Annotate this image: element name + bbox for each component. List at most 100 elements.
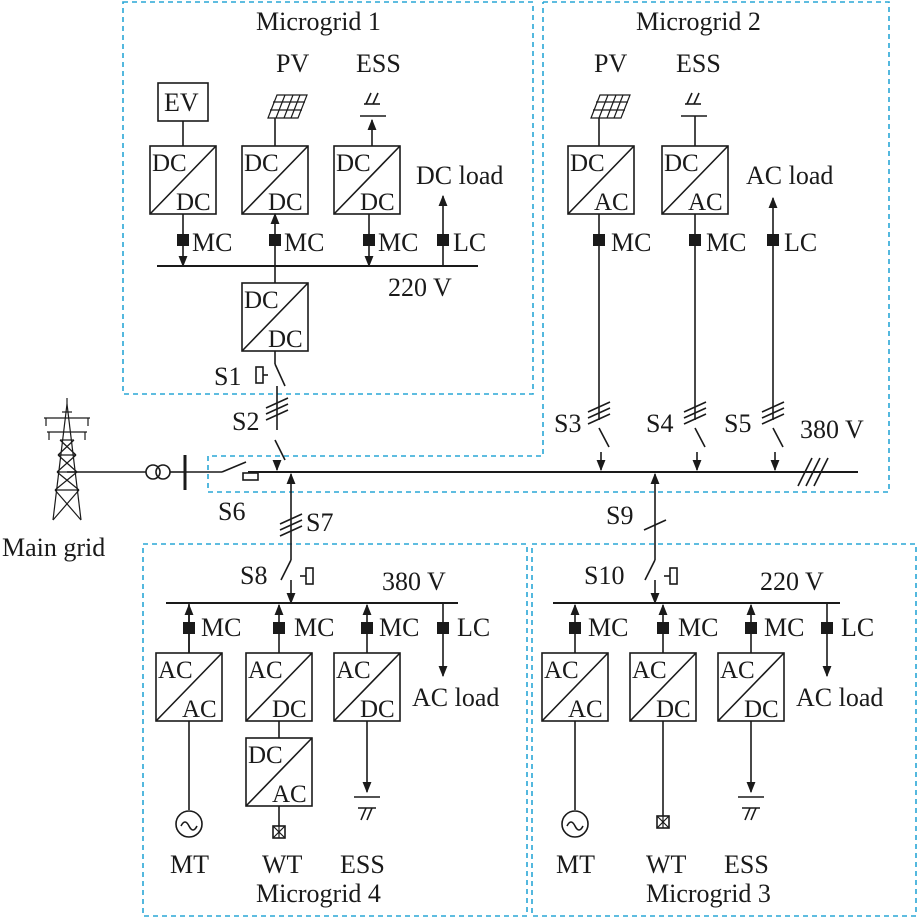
- microgrid3-boundary: [531, 543, 917, 917]
- transformer-icon: [145, 464, 171, 480]
- mg3-lc[interactable]: [821, 622, 833, 634]
- mg1-lc[interactable]: [437, 234, 449, 246]
- mg1-pv-converter: DC DC: [241, 145, 309, 216]
- svg-text:AC: AC: [248, 657, 283, 684]
- mg4-battery-icon: [354, 796, 380, 821]
- microgrid2-boundary: [207, 1, 890, 493]
- svg-text:AC: AC: [720, 657, 755, 684]
- mg1-mc-ess[interactable]: [363, 234, 375, 246]
- svg-text:DC: DC: [336, 150, 371, 177]
- mg4-ess-label: ESS: [340, 850, 385, 879]
- svg-text:LC: LC: [453, 228, 486, 257]
- svg-text:MC: MC: [201, 613, 241, 642]
- mg4-mc-ess[interactable]: [361, 622, 373, 634]
- microgrid-boundaries: [122, 1, 917, 917]
- mg3-mt-label: MT: [556, 850, 595, 879]
- mg2-mc-ess[interactable]: [689, 234, 701, 246]
- s3-switch[interactable]: [598, 427, 610, 448]
- mg4-wt-converter-2: DC AC: [245, 737, 313, 808]
- mg4-mc-mt[interactable]: [183, 622, 195, 634]
- s3-label: S3: [554, 409, 581, 438]
- wind-turbine-icon: [272, 825, 286, 839]
- microgrid1-title: Microgrid 1: [256, 7, 381, 36]
- microgrid1: Microgrid 1 PV ESS EV DC DC: [149, 7, 503, 472]
- mg4-wt-label: WT: [262, 850, 303, 879]
- pv-panel-icon: [267, 94, 308, 119]
- svg-text:AC: AC: [336, 657, 371, 684]
- mg1-ev-label: EV: [164, 88, 199, 117]
- mg4-mt-label: MT: [170, 850, 209, 879]
- s8-breaker[interactable]: [280, 559, 314, 585]
- mg4-ess-converter: AC DC: [333, 652, 401, 723]
- s6-label: S6: [218, 497, 245, 526]
- svg-text:MC: MC: [678, 613, 718, 642]
- svg-text:MC: MC: [379, 613, 419, 642]
- wind-turbine-icon: [656, 815, 670, 829]
- svg-text:DC: DC: [268, 189, 303, 216]
- s4-label: S4: [646, 409, 673, 438]
- mg4-mt-converter: AC AC: [155, 652, 223, 723]
- svg-text:DC: DC: [570, 150, 605, 177]
- svg-text:DC: DC: [176, 189, 211, 216]
- mg3-battery-icon: [738, 796, 764, 821]
- s5-switch[interactable]: [772, 427, 784, 448]
- mg3-mc-mt[interactable]: [569, 622, 581, 634]
- mg3-ess-converter: AC DC: [717, 652, 785, 723]
- svg-text:DC: DC: [268, 326, 303, 353]
- s2-switch[interactable]: [274, 439, 286, 461]
- svg-text:AC: AC: [568, 696, 603, 723]
- mg4-bus-voltage: 380 V: [382, 567, 446, 596]
- mg4-lc[interactable]: [437, 622, 449, 634]
- svg-text:LC: LC: [457, 613, 490, 642]
- mg1-mc-ev[interactable]: [177, 234, 189, 246]
- mg2-lc[interactable]: [767, 234, 779, 246]
- mg1-ess-label: ESS: [356, 49, 401, 78]
- s10-breaker[interactable]: [644, 559, 678, 585]
- s8-label: S8: [240, 561, 267, 590]
- microgrid2-title: Microgrid 2: [636, 7, 761, 36]
- mg3-mc-ess[interactable]: [745, 622, 757, 634]
- mg3-ac-load-label: AC load: [796, 683, 883, 712]
- svg-text:DC: DC: [152, 150, 187, 177]
- transmission-tower-icon: [44, 398, 90, 521]
- svg-text:DC: DC: [244, 287, 279, 314]
- s5-label: S5: [724, 409, 751, 438]
- mg2-pv-converter: DC AC: [567, 145, 635, 216]
- svg-text:MC: MC: [588, 613, 628, 642]
- main-grid-label: Main grid: [2, 533, 105, 562]
- svg-text:AC: AC: [272, 781, 307, 808]
- mg1-mc-pv[interactable]: [269, 234, 281, 246]
- mg1-battery-icon: [360, 92, 386, 117]
- svg-text:AC: AC: [182, 696, 217, 723]
- mt-generator-icon: [175, 810, 203, 838]
- svg-text:DC: DC: [272, 696, 307, 723]
- svg-text:DC: DC: [656, 696, 691, 723]
- mg1-ess-converter: DC DC: [333, 145, 401, 216]
- svg-text:AC: AC: [688, 189, 723, 216]
- mg2-mc-pv[interactable]: [593, 234, 605, 246]
- svg-text:MC: MC: [294, 613, 334, 642]
- svg-text:AC: AC: [544, 657, 579, 684]
- mg3-bus-voltage: 220 V: [760, 567, 824, 596]
- mg4-ac-load-label: AC load: [412, 683, 499, 712]
- mg1-bus-voltage: 220 V: [388, 273, 452, 302]
- s1-breaker[interactable]: [255, 363, 286, 387]
- main-bus-voltage: 380 V: [800, 415, 864, 444]
- ev-box: [157, 82, 209, 122]
- mg1-tie-converter: DC DC: [241, 282, 309, 353]
- s7-label: S7: [306, 508, 333, 537]
- svg-text:MC: MC: [378, 228, 418, 257]
- mg3-wt-converter: AC DC: [629, 652, 697, 723]
- mg4-mc-wt[interactable]: [273, 622, 285, 634]
- svg-text:MC: MC: [764, 613, 804, 642]
- mg3-mc-wt[interactable]: [657, 622, 669, 634]
- microgrid4-title: Microgrid 4: [256, 879, 381, 908]
- mg2-battery-icon: [681, 92, 707, 117]
- s4-switch[interactable]: [694, 427, 706, 448]
- mg2-ac-load-label: AC load: [746, 161, 833, 190]
- mg1-pv-label: PV: [276, 49, 309, 78]
- svg-text:MC: MC: [192, 228, 232, 257]
- microgrid1-boundary: [122, 1, 534, 395]
- tie-mg4: S7 S8: [240, 472, 333, 605]
